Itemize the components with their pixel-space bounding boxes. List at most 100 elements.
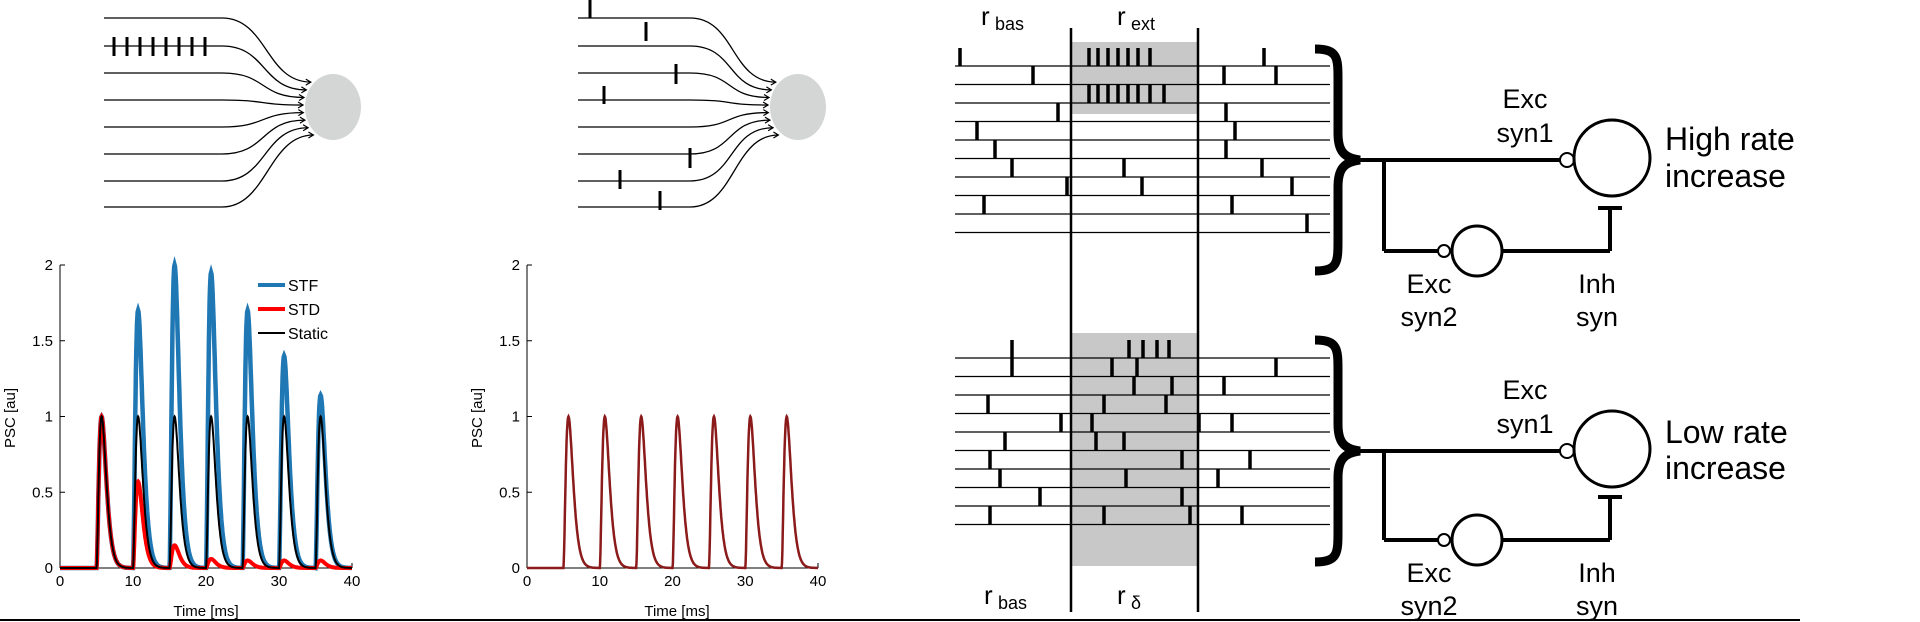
synapse-terminal [298,93,306,101]
synapse-terminal [302,124,310,132]
input-fiber [578,119,770,155]
inh-syn-label: Inh [1578,558,1616,588]
raster-high-rate [955,48,1330,234]
x-axis-label: Time [ms] [644,603,709,620]
input-fiber [104,119,305,155]
excitatory-synapse-2 [1437,244,1451,258]
rate-subscript: δ [1131,593,1141,613]
input-fiber [104,45,307,91]
synapse-terminal [762,101,770,109]
input-fiber [578,111,769,128]
sync-input-neuron-diagram [104,17,361,208]
input-spikes-async [588,0,692,210]
input-fiber [578,72,769,99]
extra-rate-window-top [1071,42,1198,114]
rate-subscript: ext [1131,14,1155,34]
y-tick-label: 2 [512,257,520,274]
input-fiber [578,134,779,208]
y-tick-label: 1.5 [32,333,53,350]
input-fiber [104,111,304,128]
outcome-label: Low rate [1665,414,1788,450]
exc-syn1-label: Exc [1502,84,1547,114]
x-tick-label: 20 [198,573,215,590]
rate-symbol: r [984,580,993,610]
interneuron [1450,224,1504,278]
synapse-terminal [299,116,307,124]
synapse-terminal [763,93,771,101]
y-axis-label: PSC [au] [2,388,19,448]
output-neuron [1572,118,1652,198]
y-tick-label: 2 [45,257,53,274]
x-axis-label: Time [ms] [173,603,238,620]
input-fiber [104,72,304,99]
synapse-terminal [773,131,780,139]
inh-syn-label: syn [1576,302,1618,332]
series-line-static [60,414,352,569]
synapse-terminal [764,116,772,124]
synapse-terminal [308,131,315,139]
y-tick-label: 0 [45,560,53,577]
circuit-low-rate: Exc syn1 Exc syn2 Inh syn Low rate incre… [1360,375,1788,621]
x-tick-label: 30 [737,573,754,590]
soma [770,74,826,140]
exc-syn2-label: syn2 [1400,302,1457,332]
brace-top [1314,44,1361,276]
legend-label-stf: STF [288,278,318,295]
rate-symbol: r [1117,580,1126,610]
synapse-terminal [763,109,770,117]
x-tick-label: 30 [271,573,288,590]
input-fiber [578,99,769,106]
x-tick-label: 20 [664,573,681,590]
rate-subscript: bas [995,14,1024,34]
x-tick-label: 0 [56,573,64,590]
async-input-neuron-diagram [578,0,826,210]
exc-syn1-label: syn1 [1496,118,1553,148]
y-tick-label: 1 [45,409,53,426]
rate-label-r-bas-top: r bas [981,1,1024,34]
series-line-psc [527,413,818,570]
synapse-terminal [767,124,775,132]
interneuron [1450,513,1504,567]
x-tick-label: 10 [125,573,142,590]
rate-symbol: r [981,1,990,31]
exc-syn2-label: Exc [1406,269,1451,299]
outcome-label: High rate [1665,121,1795,157]
outcome-label: increase [1665,158,1786,194]
legend-label-std: STD [288,302,320,319]
raster-and-circuits: r bas r ext r bas r δ [955,1,1795,621]
inh-syn-label: Inh [1578,269,1616,299]
exc-syn2-label: Exc [1406,558,1451,588]
y-tick-label: 1.5 [499,333,520,350]
input-fiber [104,99,304,106]
y-tick-label: 0 [512,560,520,577]
synapse-terminal [297,101,305,109]
input-fiber [104,17,311,83]
x-tick-label: 0 [523,573,531,590]
rate-label-r-bas-bottom: r bas [984,580,1027,613]
y-axis-label: PSC [au] [469,388,486,448]
input-fiber [578,127,774,182]
excitatory-synapse-1 [1559,152,1575,168]
exc-syn1-label: Exc [1502,375,1547,405]
rate-subscript: bas [998,593,1027,613]
inh-syn-label: syn [1576,591,1618,621]
input-fibers-sync [104,17,315,208]
output-neuron [1572,409,1652,489]
x-tick-label: 40 [344,573,361,590]
input-fiber [578,45,772,91]
excitatory-synapse-2 [1437,533,1451,547]
x-tick-label: 10 [591,573,608,590]
synapse-terminal [766,86,773,94]
y-tick-label: 0.5 [499,484,520,501]
y-tick-label: 0.5 [32,484,53,501]
y-tick-label: 1 [512,409,520,426]
exc-syn1-label: syn1 [1496,409,1553,439]
input-fibers-async [578,17,780,208]
rate-symbol: r [1117,1,1126,31]
input-spikes-sync [112,37,207,56]
exc-syn2-label: syn2 [1400,591,1457,621]
circuit-high-rate: Exc syn1 Exc syn2 Inh syn High rate incr… [1360,84,1795,332]
